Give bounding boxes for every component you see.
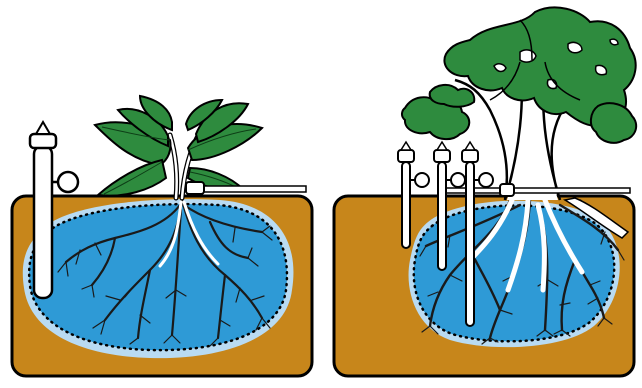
- panel-plant: [12, 96, 312, 376]
- drip-emitter-icon: [186, 182, 306, 194]
- panel-tree: [334, 7, 636, 376]
- tree-icon: [402, 7, 636, 142]
